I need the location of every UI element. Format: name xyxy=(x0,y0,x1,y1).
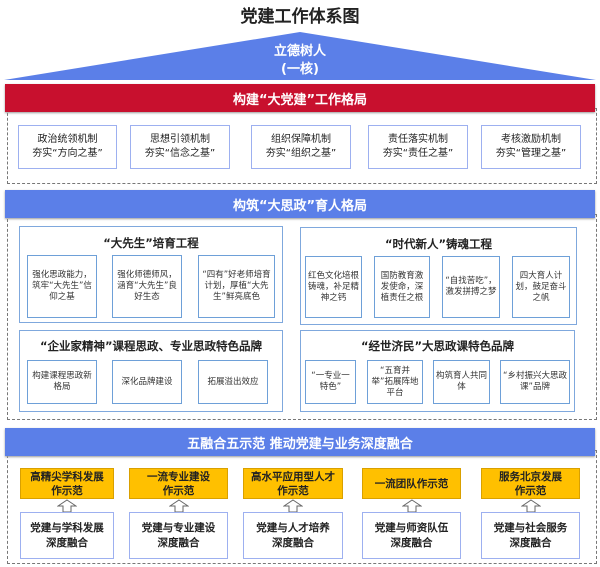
up-arrow-icon xyxy=(283,499,303,513)
program-title: “时代新人”铸魂工程 xyxy=(384,237,493,251)
mechanism-box: 政治统领机制夯实“方向之基” xyxy=(18,125,117,169)
demonstration-box: 服务北京发展作示范 xyxy=(481,468,580,499)
section2-header: 构筑“大思政”育人格局 xyxy=(5,190,595,218)
core-title: 立德树人 xyxy=(273,44,326,59)
demonstration-label: 作示范 xyxy=(162,484,195,497)
diagram-title: 党建工作体系图 xyxy=(240,7,360,27)
integration-label: 党建与人才培养 xyxy=(256,521,330,534)
demonstration-label: 一流专业建设 xyxy=(147,470,210,483)
program-item: “自找苦吃”，激发拼搏之梦 xyxy=(442,256,500,318)
demonstration-box: 高精尖学科发展作示范 xyxy=(20,468,114,499)
mechanism-goal: 夯实“管理之基” xyxy=(495,148,567,159)
demonstration-label: 一流团队作示范 xyxy=(374,477,449,490)
section1-header: 构建“大党建”工作格局 xyxy=(5,84,595,112)
demonstration-label: 高水平应用型人才 xyxy=(251,470,335,483)
roof-triangle xyxy=(4,32,596,80)
mechanism-goal: 夯实“责任之基” xyxy=(382,148,454,159)
mechanism-goal: 夯实“组织之基” xyxy=(265,148,337,159)
mechanism-name: 组织保障机制 xyxy=(271,134,331,145)
program-item: “五育并举”拓展阵地平台 xyxy=(367,360,423,404)
mechanism-goal: 夯实“信念之基” xyxy=(144,148,216,159)
mechanism-name: 思想引领机制 xyxy=(150,134,210,145)
program-item: 强化思政能力，筑牢“大先生”信仰之基 xyxy=(27,255,97,318)
program-item: 强化师德师风，涵育“大先生”良好生态 xyxy=(112,255,182,318)
core-subtitle: (一核) xyxy=(281,62,319,77)
mechanism-name: 考核激励机制 xyxy=(501,134,561,145)
integration-label: 党建与师资队伍 xyxy=(374,521,449,534)
mechanism-box: 思想引领机制夯实“信念之基” xyxy=(130,125,230,169)
demonstration-label: 作示范 xyxy=(51,484,83,497)
integration-label: 深度融合 xyxy=(390,536,433,549)
program-item: 构建课程思政新格局 xyxy=(27,360,97,404)
section3-header: 五融合五示范 推动党建与业务深度融合 xyxy=(5,428,595,456)
demonstration-box: 一流团队作示范 xyxy=(362,468,461,499)
integration-box: 党建与人才培养深度融合 xyxy=(243,512,343,559)
up-arrow-icon xyxy=(168,499,189,513)
integration-label: 深度融合 xyxy=(509,536,552,549)
program-item: 拓展溢出效应 xyxy=(198,360,268,404)
integration-label: 深度融合 xyxy=(272,536,314,549)
program-title: “大先生”培育工程 xyxy=(103,236,199,250)
integration-box: 党建与师资队伍深度融合 xyxy=(362,512,461,559)
program-item: “乡村振兴大思政课”品牌 xyxy=(500,360,570,404)
program-item: 构筑育人共同体 xyxy=(433,360,490,404)
program-item: “一专业一特色” xyxy=(305,360,356,404)
mechanism-name: 政治统领机制 xyxy=(37,134,98,145)
program-item: 四大育人计划，鼓足奋斗之帆 xyxy=(512,256,570,318)
demonstration-label: 作示范 xyxy=(277,484,309,497)
mechanism-box: 责任落实机制夯实“责任之基” xyxy=(368,125,468,169)
program-item: 国防教育激发使命，深植责任之根 xyxy=(374,256,430,318)
demonstration-label: 服务北京发展 xyxy=(499,470,562,483)
mechanism-name: 责任落实机制 xyxy=(388,134,448,145)
integration-label: 深度融合 xyxy=(46,536,88,549)
integration-box: 党建与学科发展深度融合 xyxy=(20,512,114,559)
integration-label: 党建与专业建设 xyxy=(141,521,216,534)
integration-label: 党建与社会服务 xyxy=(493,521,568,534)
mechanism-box: 考核激励机制夯实“管理之基” xyxy=(481,125,581,169)
mechanism-box: 组织保障机制夯实“组织之基” xyxy=(251,125,351,169)
demonstration-box: 一流专业建设作示范 xyxy=(129,468,228,499)
program-item: “四有”好老师培育计划，厚植“大先生”鲜亮底色 xyxy=(198,255,275,318)
demonstration-label: 作示范 xyxy=(514,484,547,497)
demonstration-box: 高水平应用型人才作示范 xyxy=(243,468,343,499)
integration-box: 党建与社会服务深度融合 xyxy=(481,512,580,559)
up-arrow-icon xyxy=(401,499,422,513)
integration-box: 党建与专业建设深度融合 xyxy=(129,512,228,559)
integration-label: 党建与学科发展 xyxy=(30,521,104,534)
program-item: 红色文化培根铸魂，补足精神之钙 xyxy=(305,256,362,318)
integration-label: 深度融合 xyxy=(157,536,200,549)
up-arrow-icon xyxy=(520,499,541,513)
program-title: “企业家精神”课程思政、专业思政特色品牌 xyxy=(39,339,263,353)
program-title: “经世济民”大思政课特色品牌 xyxy=(360,339,515,353)
program-item: 深化品牌建设 xyxy=(112,360,182,404)
mechanism-goal: 夯实“方向之基” xyxy=(32,148,103,159)
up-arrow-icon xyxy=(57,499,77,513)
demonstration-label: 高精尖学科发展 xyxy=(30,470,104,483)
